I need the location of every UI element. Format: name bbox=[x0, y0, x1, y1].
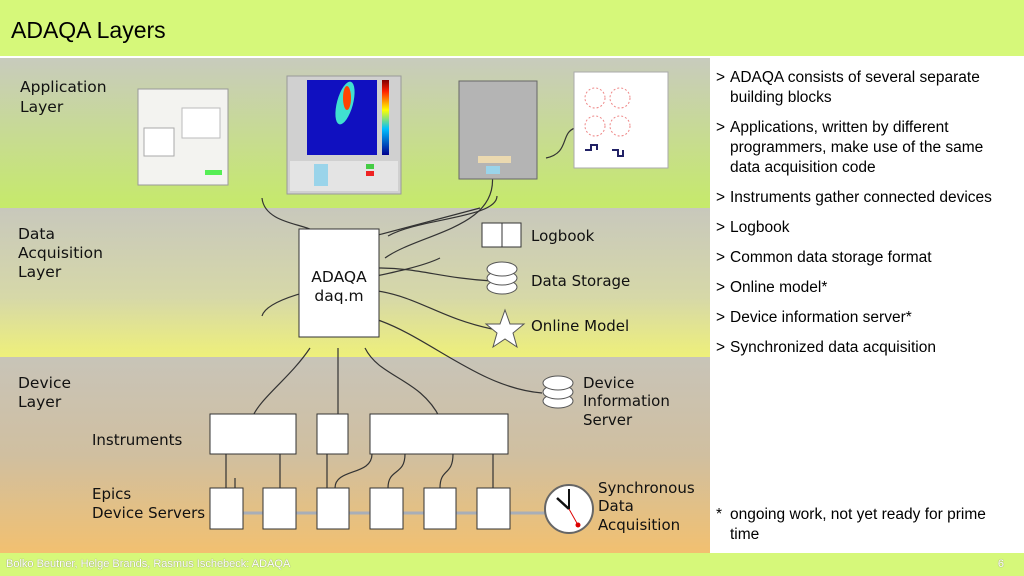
sync-label: Data bbox=[598, 497, 634, 515]
logbook-label: Logbook bbox=[531, 227, 595, 245]
bullet-marker: > bbox=[716, 189, 726, 206]
layer-label: Layer bbox=[20, 98, 64, 116]
layer-label: Layer bbox=[18, 393, 62, 411]
sync-label: Acquisition bbox=[598, 516, 680, 534]
page-number: 6 bbox=[997, 558, 1004, 570]
clock-icon bbox=[544, 484, 594, 534]
core-label: ADAQA bbox=[311, 268, 367, 286]
epics-label: Epics bbox=[92, 485, 131, 503]
core-label: daq.m bbox=[314, 287, 363, 305]
bullet-item: >Common data storage format bbox=[716, 248, 1016, 268]
bullet-item: >Logbook bbox=[716, 218, 1016, 238]
online-model-label: Online Model bbox=[531, 317, 629, 335]
adaqa-core-box bbox=[298, 228, 380, 338]
layer-label: Acquisition bbox=[18, 244, 103, 262]
instruments-label: Instruments bbox=[92, 431, 183, 449]
footer-authors: Bolko Beutner, Helge Brands, Rasmus Isch… bbox=[6, 558, 291, 570]
bullet-marker: > bbox=[716, 279, 726, 296]
footnote-marker: * bbox=[716, 506, 723, 523]
epics-server-box bbox=[209, 487, 244, 530]
bullet-item: >Synchronized data acquisition bbox=[716, 338, 1016, 358]
logbook-icon bbox=[481, 222, 522, 248]
bullet-item: >Online model* bbox=[716, 278, 1016, 298]
bullet-text: Synchronized data acquisition bbox=[730, 339, 936, 356]
bullet-marker: > bbox=[716, 119, 726, 136]
adaqa-layers-diagram: Application Layer Data Acquisition Layer… bbox=[0, 58, 710, 553]
application-window-1 bbox=[137, 88, 229, 186]
bullet-marker: > bbox=[716, 219, 726, 236]
database-icon bbox=[542, 375, 574, 409]
title-bar: ADAQA Layers bbox=[0, 0, 1024, 58]
device-layer-band bbox=[0, 357, 710, 553]
bullet-marker: > bbox=[716, 69, 726, 86]
layer-label: Device bbox=[18, 374, 71, 392]
bullet-item: >Applications, written by different prog… bbox=[716, 118, 1016, 178]
bullet-text: Common data storage format bbox=[730, 249, 932, 266]
application-window-2 bbox=[286, 75, 402, 195]
bullet-text: Logbook bbox=[730, 219, 790, 236]
instrument-box bbox=[209, 413, 297, 455]
layer-label: Data bbox=[18, 225, 55, 243]
bullet-text: Applications, written by different progr… bbox=[730, 119, 984, 176]
star-icon bbox=[484, 308, 526, 349]
bullet-item: >ADAQA consists of several separate buil… bbox=[716, 68, 1016, 108]
bullet-text: Device information server* bbox=[730, 309, 912, 326]
bullet-marker: > bbox=[716, 309, 726, 326]
epics-server-box bbox=[316, 487, 350, 530]
bullet-item: >Instruments gather connected devices bbox=[716, 188, 1016, 208]
bullet-text: Online model* bbox=[730, 279, 828, 296]
instrument-box bbox=[369, 413, 509, 455]
bullet-text: Instruments gather connected devices bbox=[730, 189, 992, 206]
footer: Bolko Beutner, Helge Brands, Rasmus Isch… bbox=[0, 553, 1024, 576]
application-window-3 bbox=[458, 80, 538, 180]
layer-label: Layer bbox=[18, 263, 62, 281]
bullet-item: >Device information server* bbox=[716, 308, 1016, 328]
database-icon bbox=[486, 261, 518, 295]
footnote: * ongoing work, not yet ready for prime … bbox=[716, 505, 1016, 545]
slide-title: ADAQA Layers bbox=[11, 17, 166, 43]
application-window-4 bbox=[573, 71, 669, 169]
layer-label: Application bbox=[20, 78, 107, 96]
bullet-text: ADAQA consists of several separate build… bbox=[730, 69, 980, 106]
bullet-list: >ADAQA consists of several separate buil… bbox=[716, 68, 1016, 368]
epics-server-box bbox=[476, 487, 511, 530]
epics-server-box bbox=[423, 487, 457, 530]
epics-label: Device Servers bbox=[92, 504, 205, 522]
bullet-marker: > bbox=[716, 339, 726, 356]
data-storage-label: Data Storage bbox=[531, 272, 630, 290]
sync-label: Synchronous bbox=[598, 479, 695, 497]
epics-server-box bbox=[262, 487, 297, 530]
device-info-label: Server bbox=[583, 411, 633, 429]
epics-server-box bbox=[369, 487, 404, 530]
instrument-box bbox=[316, 413, 349, 455]
bullet-marker: > bbox=[716, 249, 726, 266]
device-info-label: Information bbox=[583, 392, 670, 410]
device-info-label: Device bbox=[583, 374, 634, 392]
footnote-text: ongoing work, not yet ready for prime ti… bbox=[730, 506, 986, 543]
